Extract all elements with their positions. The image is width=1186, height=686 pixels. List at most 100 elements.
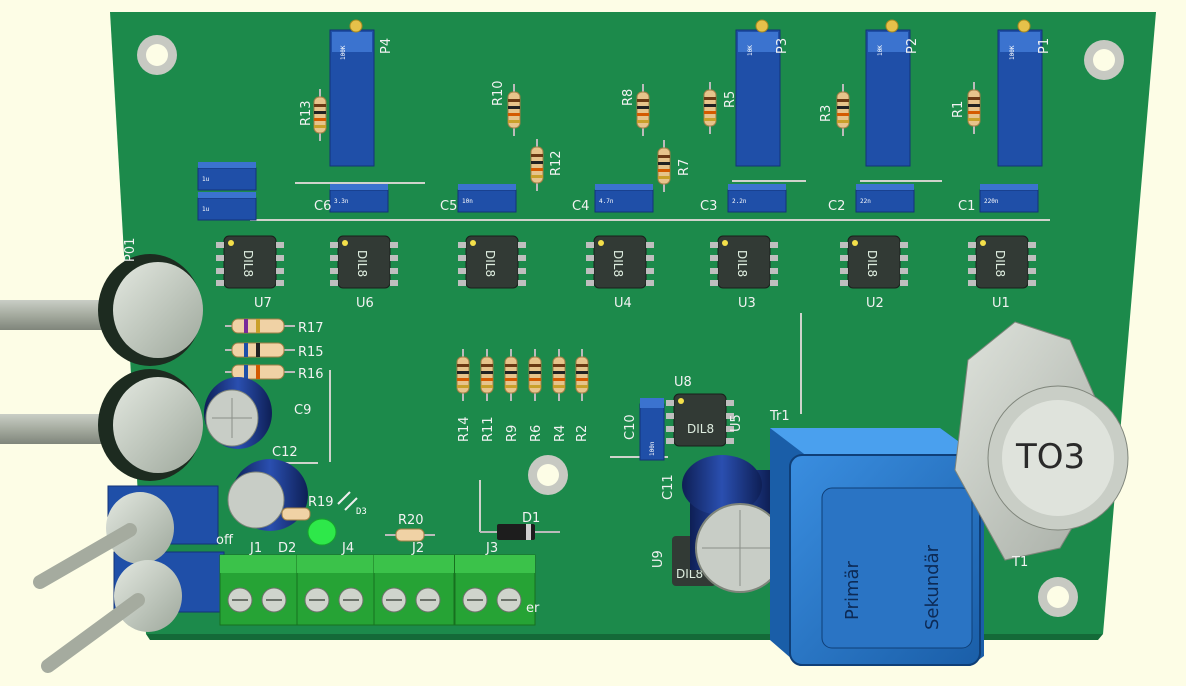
capacitor-c11	[682, 455, 785, 593]
cap-value: 22n	[860, 198, 871, 205]
label-r9: R9	[505, 425, 520, 442]
label-u8: U8	[674, 375, 692, 390]
label-u2: U2	[866, 296, 884, 311]
trimmer-p1	[997, 19, 1043, 167]
label-er: er	[526, 601, 540, 616]
label-off: off	[216, 533, 234, 548]
trimmer-p2	[865, 19, 911, 167]
silkscreen-labels: P4 P3 P2 P1 R13 R10 R12 R8 R7 R5 R3 R1 C…	[123, 38, 1052, 616]
trimmer-value: 10K	[877, 45, 884, 56]
label-p01: P01	[123, 238, 138, 262]
trimmer-p4	[329, 19, 375, 167]
mounting-hole	[1084, 40, 1124, 80]
cap-value: 1u	[202, 206, 210, 213]
label-c1: C1	[958, 199, 975, 214]
capacitor-c10	[639, 398, 665, 461]
label-r1: R1	[951, 101, 966, 118]
label-r20: R20	[398, 513, 424, 528]
label-r2: R2	[575, 425, 590, 442]
label-p4: P4	[379, 38, 394, 54]
led-d3	[307, 491, 358, 546]
label-p1: P1	[1037, 38, 1052, 54]
label-j2: J2	[411, 541, 424, 556]
transistor-marking: TO3	[1015, 437, 1085, 477]
ic-marking: DIL8	[687, 422, 714, 436]
label-u4: U4	[614, 296, 632, 311]
label-c6: C6	[314, 199, 331, 214]
label-j1: J1	[249, 541, 262, 556]
label-u9: U9	[651, 550, 666, 568]
toggle-switches	[33, 485, 225, 673]
terminal-j3	[454, 554, 536, 626]
ic-marking: DIL8	[483, 250, 497, 277]
label-c3: C3	[700, 199, 717, 214]
terminal-j4	[296, 554, 378, 626]
label-u3: U3	[738, 296, 756, 311]
label-r7: R7	[677, 159, 692, 176]
ic-marking: DIL8	[993, 250, 1007, 277]
terminal-j2	[373, 554, 455, 626]
label-r13: R13	[299, 100, 314, 126]
ic-marking: DIL8	[676, 567, 703, 581]
resistor-r17	[225, 318, 295, 334]
diode-d1	[480, 524, 560, 540]
resistor-r19	[281, 507, 311, 521]
mounting-hole	[137, 35, 177, 75]
label-r19: R19	[308, 495, 334, 510]
label-j4: J4	[341, 541, 354, 556]
label-r5: R5	[723, 91, 738, 108]
label-d1: D1	[522, 511, 540, 526]
trimmer-value: 10K	[747, 45, 754, 56]
cap-value: 100n	[649, 441, 656, 456]
mounting-hole	[528, 455, 568, 495]
trimmer-value: 100K	[1009, 45, 1016, 60]
trimmer-p3	[735, 19, 781, 167]
trimmer-value: 100K	[340, 45, 347, 60]
label-c2: C2	[828, 199, 845, 214]
cap-value: 3.3n	[334, 198, 349, 205]
label-u5: U5	[729, 414, 744, 432]
label-r14: R14	[457, 416, 472, 442]
label-r16: R16	[298, 367, 324, 382]
cap-value: 1u	[202, 176, 210, 183]
label-c9: C9	[294, 403, 311, 418]
capacitor-c9	[204, 377, 272, 449]
cap-value: 4.7n	[599, 198, 614, 205]
label-r15: R15	[298, 345, 324, 360]
cap-value: 220n	[984, 198, 999, 205]
label-r6: R6	[529, 425, 544, 442]
ic-marking: DIL8	[355, 250, 369, 277]
terminal-j1	[219, 554, 301, 626]
label-d3: D3	[356, 507, 367, 517]
label-t1: T1	[1011, 555, 1028, 570]
label-u7: U7	[254, 296, 272, 311]
ic-u8	[665, 393, 735, 447]
cap-value: 10n	[462, 198, 473, 205]
potentiometer-p01	[98, 254, 203, 481]
mounting-hole	[1038, 577, 1078, 617]
ic-marking: DIL8	[865, 250, 879, 277]
label-r12: R12	[549, 150, 564, 176]
label-c11: C11	[661, 474, 676, 500]
label-c4: C4	[572, 199, 589, 214]
transformer-tr1	[770, 428, 984, 666]
label-r8: R8	[621, 89, 636, 106]
label-tr1: Tr1	[769, 409, 790, 424]
label-d2: D2	[278, 541, 296, 556]
resistor-r20	[385, 528, 435, 542]
label-j3: J3	[485, 541, 498, 556]
resistor-r16	[225, 364, 295, 380]
transformer-label-secondary: Sekundär	[922, 544, 943, 630]
ic-marking: DIL8	[611, 250, 625, 277]
ic-marking: DIL8	[735, 250, 749, 277]
label-r3: R3	[819, 105, 834, 122]
label-r10: R10	[491, 80, 506, 106]
transistor-t1-to3	[954, 321, 1129, 561]
ic-marking: DIL8	[241, 250, 255, 277]
resistor-r15	[225, 342, 295, 358]
label-p3: P3	[775, 38, 790, 54]
label-c5: C5	[440, 199, 457, 214]
label-c10: C10	[623, 414, 638, 440]
